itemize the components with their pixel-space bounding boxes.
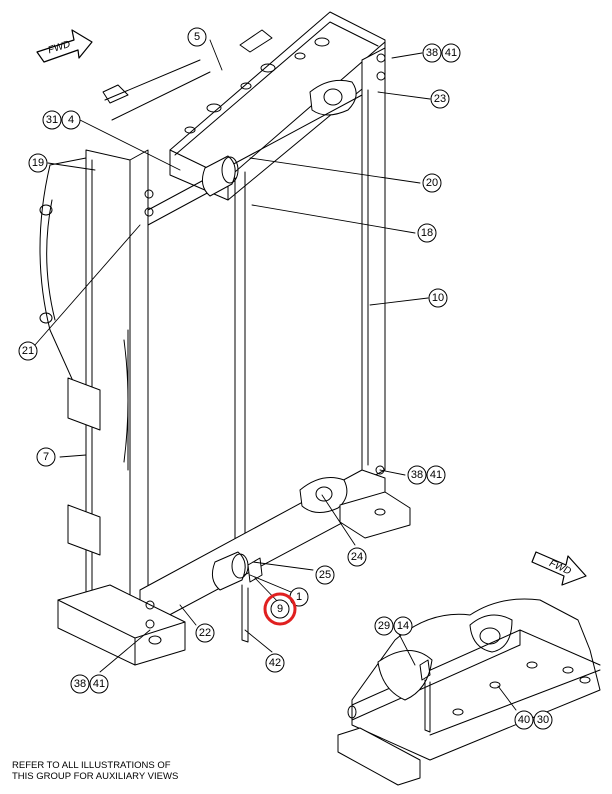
- callout-42: 42: [269, 657, 281, 669]
- callout-18: 18: [421, 227, 433, 239]
- callout-9: 9: [277, 603, 283, 615]
- callout-7: 7: [43, 451, 49, 463]
- callout-38-mid: 38: [411, 469, 423, 481]
- callout-24-circle: [347, 547, 367, 567]
- callout-40-circle: [514, 710, 534, 730]
- callout-41-bot-circle: [89, 674, 109, 694]
- callout-1: 1: [296, 591, 302, 603]
- callout-41-mid-circle: [426, 465, 446, 485]
- leader-lines: [34, 39, 517, 711]
- callout-41-top: 41: [445, 47, 457, 59]
- callout-23: 23: [434, 93, 446, 105]
- callout-31-circle: [42, 110, 62, 130]
- callout-10-circle: [428, 288, 448, 308]
- callout-24: 24: [351, 551, 363, 563]
- callout-31: 31: [46, 114, 58, 126]
- callout-22: 22: [199, 627, 211, 639]
- callout-20-circle: [422, 173, 442, 193]
- inset-detail-view: [337, 598, 601, 786]
- callout-14-circle: [393, 616, 413, 636]
- radiator-frame: [39, 11, 411, 666]
- callout-5-circle: [187, 27, 207, 47]
- callout-29-circle: [374, 616, 394, 636]
- callout-4-circle: [61, 110, 81, 130]
- callout-14: 14: [397, 620, 409, 632]
- callout-25-circle: [315, 565, 335, 585]
- callout-41-bot: 41: [93, 678, 105, 690]
- callout-4: 4: [68, 114, 74, 126]
- callout-22-circle: [195, 623, 215, 643]
- fwd-arrow-inset: [531, 551, 587, 586]
- callout-10: 10: [432, 292, 444, 304]
- callout-42-circle: [265, 653, 285, 673]
- callout-21: 21: [22, 345, 34, 357]
- callout-9-circle: [270, 599, 290, 619]
- callout-30: 30: [537, 714, 549, 726]
- callout-38-top: 38: [426, 47, 438, 59]
- fwd-arrow-top: [36, 29, 93, 63]
- callout-5: 5: [194, 31, 200, 43]
- note-line-2: THIS GROUP FOR AUXILIARY VIEWS: [12, 771, 179, 782]
- note-line-1: REFER TO ALL ILLUSTRATIONS OF: [12, 760, 171, 771]
- callout-19-circle: [28, 153, 48, 173]
- callout-40: 40: [518, 714, 530, 726]
- callout-7-circle: [36, 447, 56, 467]
- auxiliary-views-note: REFER TO ALL ILLUSTRATIONS OF THIS GROUP…: [12, 760, 178, 782]
- callout-38-bot: 38: [74, 678, 86, 690]
- callout-41-top-circle: [441, 43, 461, 63]
- callout-29: 29: [378, 620, 390, 632]
- callout-30-circle: [533, 710, 553, 730]
- callout-38-mid-circle: [407, 465, 427, 485]
- callout-23-circle: [430, 89, 450, 109]
- callout-38-top-circle: [422, 43, 442, 63]
- callout-38-bot-circle: [70, 674, 90, 694]
- callout-18-circle: [417, 223, 437, 243]
- callout-19: 19: [32, 157, 44, 169]
- callout-9-highlight-ring: [263, 592, 297, 626]
- callout-25: 25: [319, 569, 331, 581]
- callout-20: 20: [426, 177, 438, 189]
- callout-41-mid: 41: [430, 469, 442, 481]
- callout-21-circle: [18, 341, 38, 361]
